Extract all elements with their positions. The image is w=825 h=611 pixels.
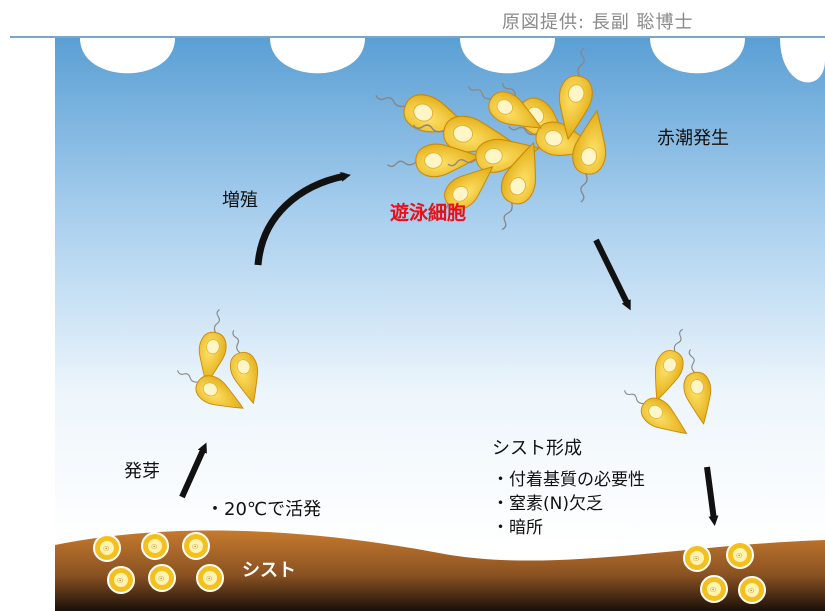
swimming-cells-label: 遊泳細胞	[390, 202, 467, 224]
proliferation-label: 増殖	[222, 190, 258, 211]
germination-arrow	[179, 442, 207, 499]
sediment-layer	[55, 530, 825, 611]
image-credit: 原図提供: 長副 聡博士	[502, 12, 694, 33]
cyst-label: シスト	[242, 560, 296, 581]
cyst-condition-item: ・暗所	[492, 518, 543, 538]
red-tide-label: 赤潮発生	[657, 128, 729, 149]
encystment-arrow	[704, 466, 719, 526]
sea-surface-waves	[80, 38, 825, 83]
germination-label: 発芽	[124, 461, 160, 482]
cyst-condition-item: ・付着基質の必要性	[492, 470, 645, 490]
proliferation-arrow	[254, 171, 351, 266]
cyst-condition-list: ・付着基質の必要性 ・窒素(N)欠乏 ・暗所	[492, 468, 645, 540]
sinking-arrow	[593, 238, 631, 311]
cyst-condition-item: ・窒素(N)欠乏	[492, 494, 603, 514]
activation-condition-label: ・20℃で活発	[206, 499, 322, 520]
cyst-formation-label: シスト形成	[492, 438, 582, 459]
